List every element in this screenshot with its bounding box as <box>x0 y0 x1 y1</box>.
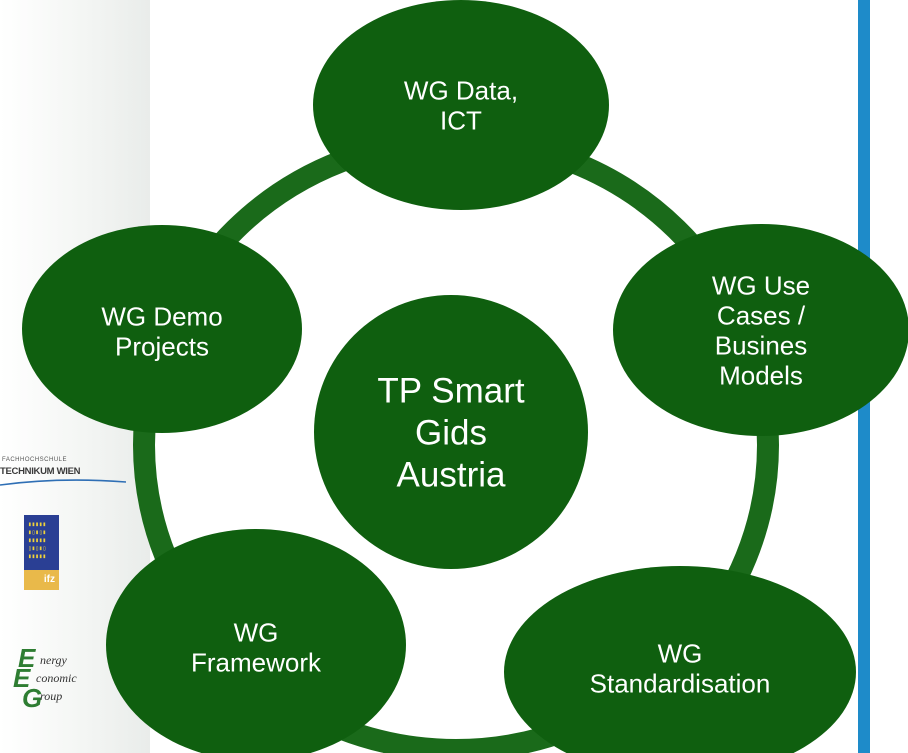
center-node-shape <box>314 295 588 569</box>
node-data-ict-shape <box>313 0 609 210</box>
node-use-cases-label: Models <box>719 360 803 390</box>
node-use-cases-label: Busines <box>715 330 808 360</box>
node-use-cases-label: WG Use <box>712 270 810 300</box>
eeg-word-3: roup <box>40 689 63 703</box>
eeg-cap-3: G <box>22 683 43 713</box>
technikum-wien-logo: FACHHOCHSCHULE TECHNIKUM WIEN <box>0 455 140 486</box>
node-data-ict-label: ICT <box>440 105 482 135</box>
ifz-logo: ▮▮▮▮▮ ▮▯▮▯▮ ▮▮▮▮▮ ▯▮▯▮▯ ▮▮▮▮▮ ifz <box>24 515 59 590</box>
node-demo-projects-shape <box>22 225 302 433</box>
node-demo-projects-label: Projects <box>115 331 209 361</box>
center-node-label: Gids <box>415 414 487 453</box>
node-demo-projects-label: WG Demo <box>101 301 222 331</box>
eeg-cap-1: E <box>18 643 36 673</box>
ifz-logo-tag: ifz <box>24 570 59 590</box>
technikum-wien-logo-text: TECHNIKUM WIEN <box>0 466 81 477</box>
eeg-word-1: nergy <box>40 653 67 667</box>
node-framework-shape <box>106 529 406 753</box>
node-use-cases-shape <box>613 224 908 436</box>
center-node-label: TP Smart <box>377 372 524 411</box>
center-node-label: Austria <box>397 456 506 495</box>
node-data-ict-label: WG Data, <box>404 75 518 105</box>
node-use-cases-label: Cases / <box>717 300 806 330</box>
energy-economics-group-logo: E nergy E conomic G roup <box>10 643 130 715</box>
technikum-wien-logo-small: FACHHOCHSCHULE <box>2 457 68 463</box>
node-standardisation-label: WG <box>658 638 703 668</box>
swoosh-icon <box>0 479 126 486</box>
eeg-cap-2: E <box>13 663 31 693</box>
node-data-ict: WG Data,ICT <box>313 0 609 210</box>
eeg-word-2: conomic <box>36 671 77 685</box>
ifz-logo-pattern: ▮▮▮▮▮ ▮▯▮▯▮ ▮▮▮▮▮ ▯▮▯▮▯ ▮▮▮▮▮ <box>28 521 47 560</box>
node-framework-label: Framework <box>191 647 322 677</box>
node-standardisation-label: Standardisation <box>590 668 771 698</box>
node-standardisation-shape <box>504 566 856 753</box>
node-framework-label: WG <box>234 617 279 647</box>
